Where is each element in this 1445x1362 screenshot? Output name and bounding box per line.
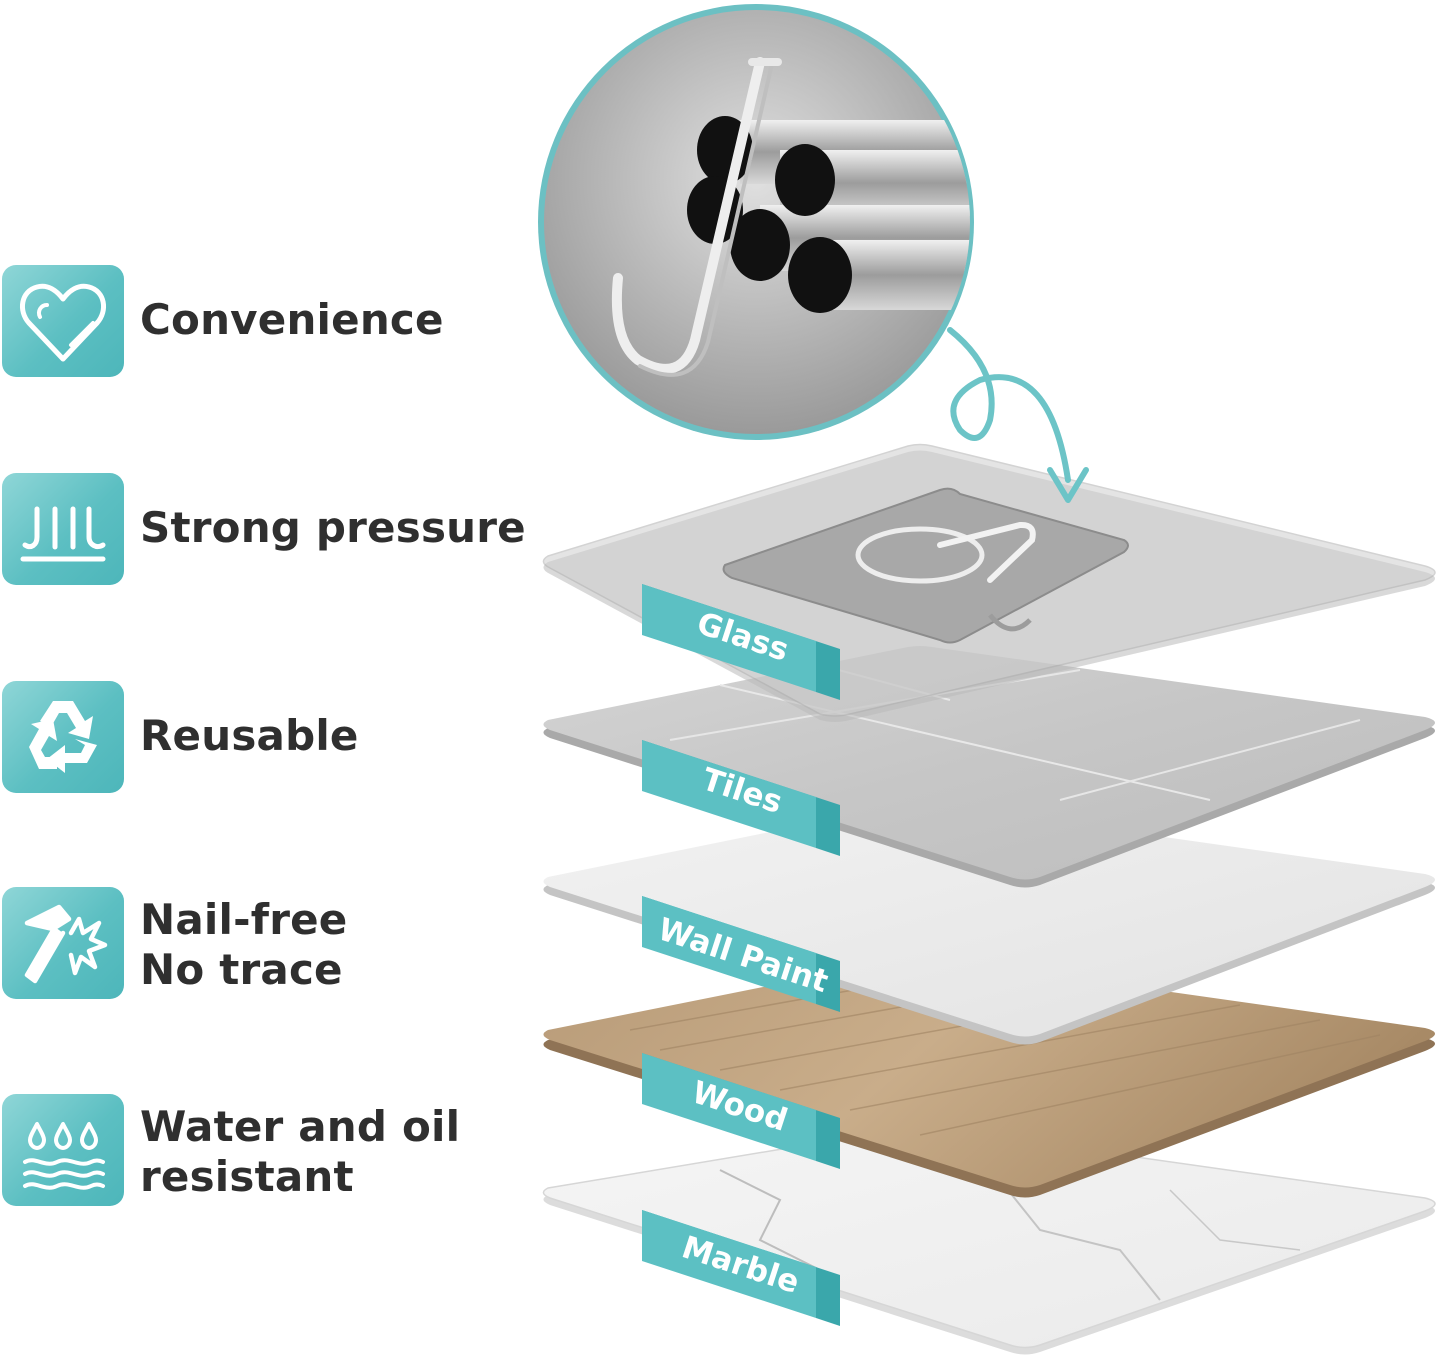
- feature-label: Convenience: [140, 295, 444, 344]
- wall-paint-layer: [543, 803, 1435, 1045]
- feature-convenience: Convenience: [0, 265, 540, 381]
- pressure-icon: [2, 473, 124, 585]
- feature-label: Nail-free: [140, 895, 348, 944]
- feature-water-oil: Water and oil resistant: [0, 1094, 540, 1210]
- feature-label: No trace: [140, 945, 343, 994]
- recycle-icon: [2, 681, 124, 793]
- feature-reusable: Reusable: [0, 681, 540, 797]
- surface-diagram: Glass Tiles Wall Paint Wood Marble: [520, 0, 1445, 1362]
- feature-label: Water and oil: [140, 1102, 461, 1151]
- arrow-head-icon: [1047, 467, 1089, 503]
- water-drops-icon: [2, 1094, 124, 1206]
- feature-label: resistant: [140, 1152, 354, 1201]
- arrow-icon: [947, 327, 1071, 483]
- feature-strong-pressure: Strong pressure: [0, 473, 540, 589]
- heart-icon: [2, 265, 124, 377]
- hook-zoom-image: [538, 4, 974, 440]
- hammer-icon: [2, 887, 124, 999]
- feature-nail-free: Nail-free No trace: [0, 887, 540, 1003]
- glass-layer: [542, 443, 1436, 722]
- feature-label: Reusable: [140, 711, 359, 760]
- feature-label: Strong pressure: [140, 503, 526, 552]
